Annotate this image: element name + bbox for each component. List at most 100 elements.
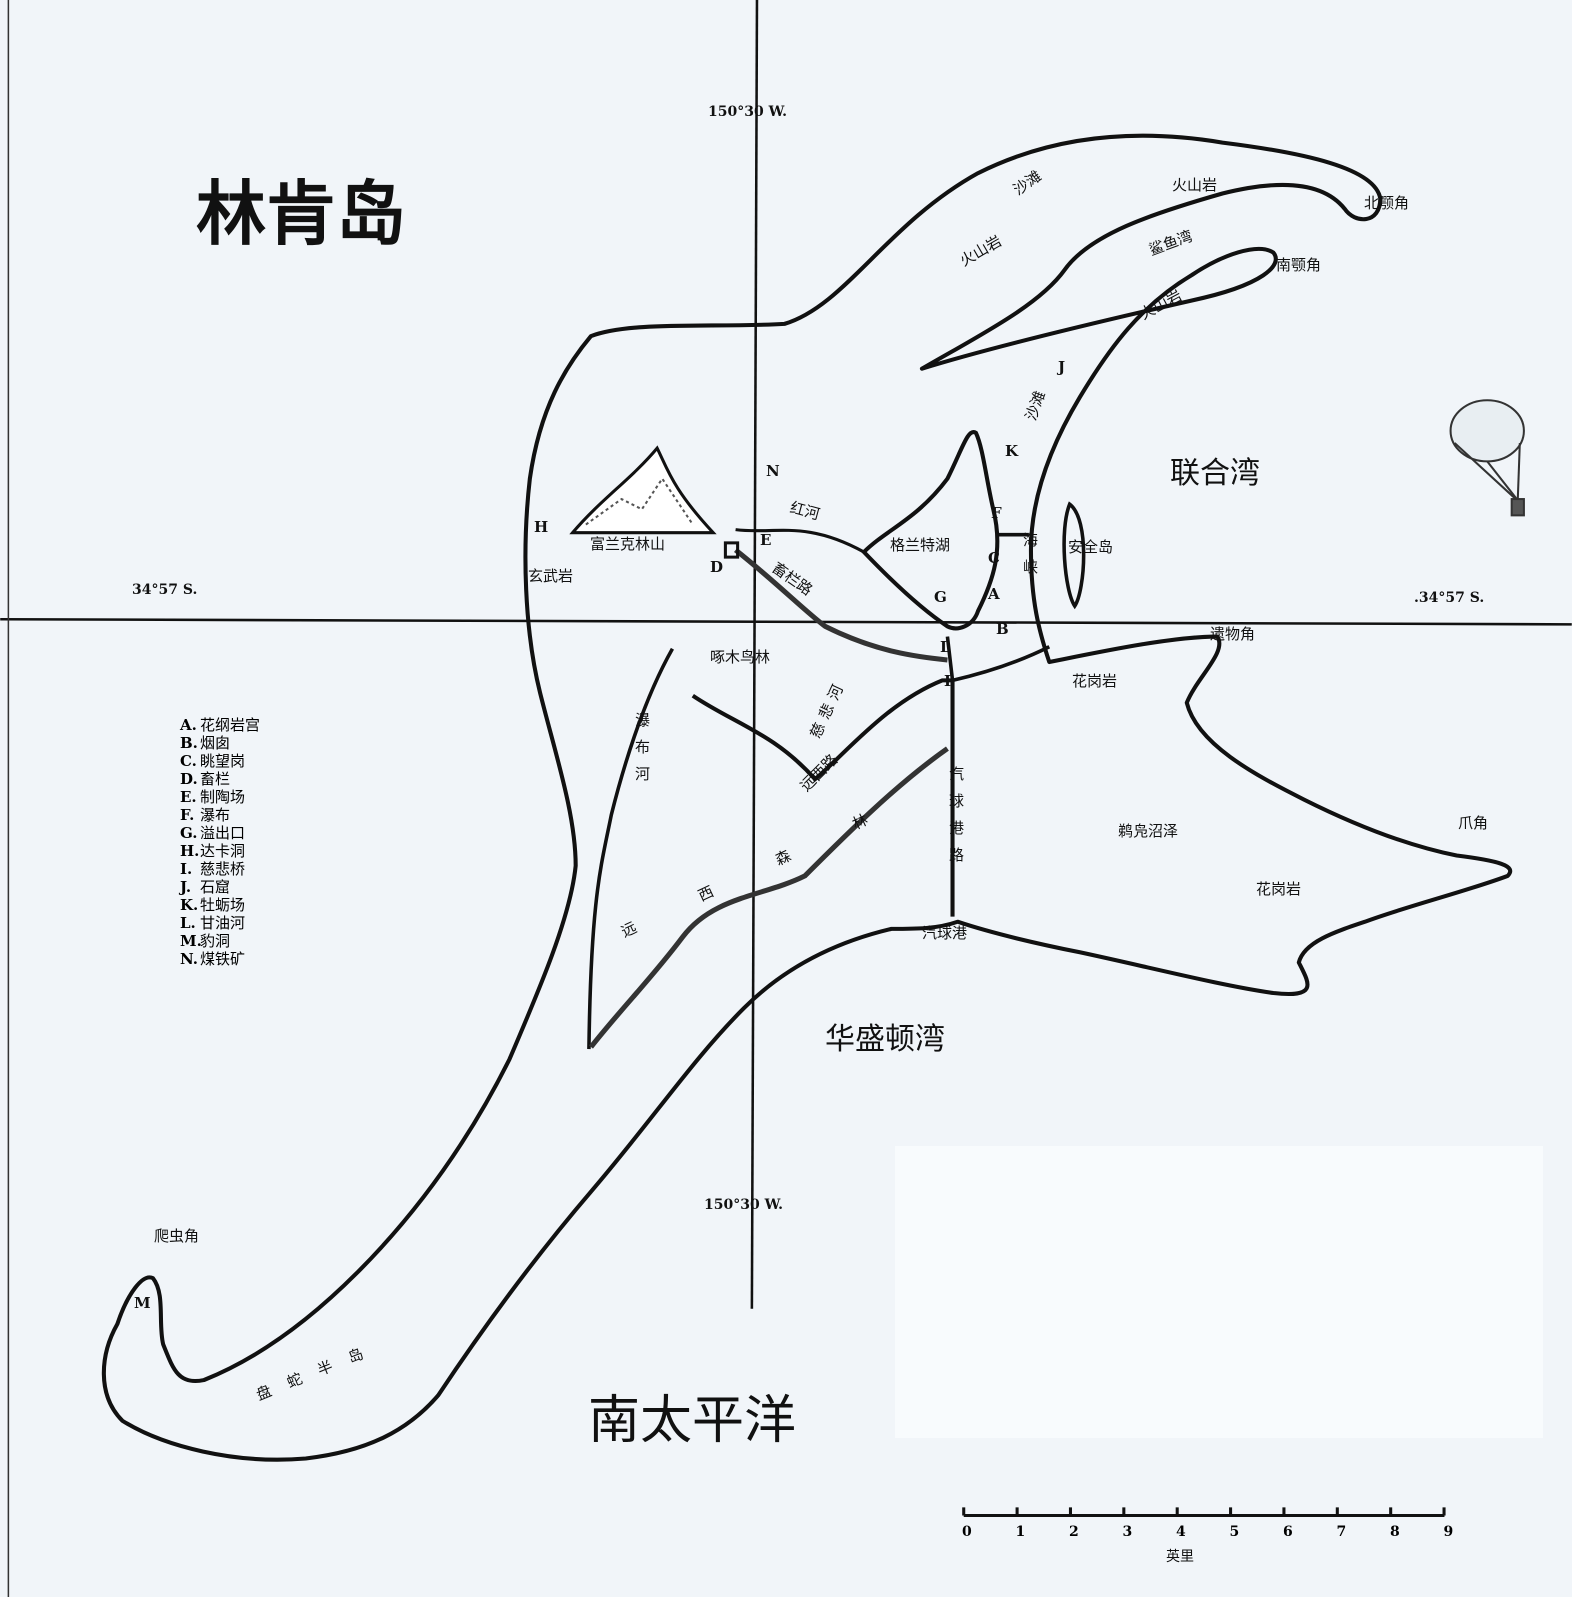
granite-label-1: 花岗岩 xyxy=(1072,672,1118,690)
legend-item: M.豹洞 xyxy=(180,932,260,950)
legend-key: I. xyxy=(180,860,193,878)
latitude-left: 34°57 S. xyxy=(132,582,198,598)
basalt-label: 玄武岩 xyxy=(528,567,574,585)
grant-lake-label: 格兰特湖 xyxy=(890,536,951,554)
north-mandible-label: 北颚角 xyxy=(1364,194,1410,212)
scale-tick-label: 4 xyxy=(1176,1524,1186,1540)
red-creek xyxy=(735,528,865,554)
longitude-top: 150°30 W. xyxy=(708,104,787,120)
marker-e: E xyxy=(760,531,772,549)
scale-tick-label: 2 xyxy=(1069,1524,1079,1540)
marker-k: K xyxy=(1005,442,1019,460)
balloon-icon xyxy=(1449,399,1525,517)
marker-n: N xyxy=(766,462,780,480)
tadorn-marsh-label: 鹈凫沼泽 xyxy=(1118,822,1179,840)
legend-key: D. xyxy=(180,770,198,788)
mercy-river xyxy=(691,678,955,917)
scale-unit: 英里 xyxy=(1166,1549,1194,1565)
grant-lake xyxy=(861,430,1000,631)
legend-label: 畜栏 xyxy=(200,770,231,788)
legend-label: 慈悲桥 xyxy=(200,860,246,878)
meridian-line xyxy=(750,0,759,1309)
flotsam-point-label: 遗物角 xyxy=(1210,625,1256,643)
safety-island-label: 安全岛 xyxy=(1068,538,1114,556)
scale-tick-label: 1 xyxy=(1015,1524,1026,1540)
granite-label-2: 花岗岩 xyxy=(1256,880,1302,898)
legend-label: 石窟 xyxy=(200,878,231,896)
safety-island xyxy=(1062,501,1086,610)
legend-item: K.牡蛎场 xyxy=(180,896,260,914)
mt-franklin-label: 富兰克林山 xyxy=(590,535,666,553)
legend-item: F. 瀑布 xyxy=(180,806,260,824)
legend-label: 达卡洞 xyxy=(200,842,246,860)
scale-tick-label: 3 xyxy=(1122,1524,1133,1540)
scale-tick-label: 5 xyxy=(1229,1524,1240,1540)
scale-tick-label: 7 xyxy=(1336,1524,1347,1540)
legend-item: G.溢出口 xyxy=(180,824,260,842)
south-mandible-label: 南颚角 xyxy=(1276,256,1322,274)
legend-item: J. 石窟 xyxy=(180,878,260,896)
glycerine-creek-area xyxy=(945,532,1051,683)
corral xyxy=(723,541,740,559)
scale-tick-label: 8 xyxy=(1390,1524,1400,1540)
legend-label: 溢出口 xyxy=(200,824,246,842)
far-west-road xyxy=(588,746,949,1049)
marker-m: M xyxy=(134,1294,151,1312)
corral-road xyxy=(734,547,948,663)
marker-b: B xyxy=(996,620,1009,638)
marker-f: F xyxy=(991,504,1002,522)
washington-bay-label: 华盛顿湾 xyxy=(825,1022,945,1057)
legend-key: A. xyxy=(180,716,197,734)
legend-label: 眺望岗 xyxy=(200,752,246,770)
south-pacific-label: 南太平洋 xyxy=(588,1391,797,1451)
legend-key: N. xyxy=(180,950,198,968)
legend-key: M. xyxy=(180,932,202,950)
legend-item: H.达卡洞 xyxy=(180,842,260,860)
legend-item: B.烟囱 xyxy=(180,734,260,752)
marker-l: L xyxy=(940,638,951,656)
legend-label: 牡蛎场 xyxy=(200,896,246,914)
marker-d: D xyxy=(710,558,724,576)
legend-label: 花纲岩宫 xyxy=(200,716,261,734)
legend-item: N.煤铁矿 xyxy=(180,950,260,968)
balloon-harbor-label: 汽球港 xyxy=(922,924,968,942)
legend-item: D.畜栏 xyxy=(180,770,260,788)
legend-key: E. xyxy=(180,788,197,806)
union-bay-label: 联合湾 xyxy=(1170,456,1260,491)
legend-item: E.制陶场 xyxy=(180,788,260,806)
legend-key: B. xyxy=(180,734,198,752)
legend-label: 煤铁矿 xyxy=(200,950,246,968)
legend-key: K. xyxy=(180,896,199,914)
legend-key: H. xyxy=(180,842,200,860)
longitude-bottom: 150°30 W. xyxy=(704,1197,783,1213)
scale-tick-label: 0 xyxy=(962,1524,972,1540)
claw-cape-label: 爪角 xyxy=(1458,814,1489,832)
parallel-line xyxy=(0,617,1572,626)
legend-item: A.花纲岩宫 xyxy=(180,716,260,734)
marker-g: G xyxy=(934,588,947,606)
legend-label: 烟囱 xyxy=(200,734,231,752)
strait-label: 海峡 xyxy=(1021,532,1039,586)
blank-patch xyxy=(895,1146,1543,1438)
marker-i: I xyxy=(944,672,952,690)
legend-item: L.甘油河 xyxy=(180,914,260,932)
falls-river-label: 瀑布河 xyxy=(633,712,651,793)
marker-h: H xyxy=(534,518,549,536)
legend-item: I. 慈悲桥 xyxy=(180,860,260,878)
map-title: 林肯岛 xyxy=(196,173,406,255)
volcanic-label-1: 火山岩 xyxy=(1172,176,1218,194)
legend-key: J. xyxy=(180,878,192,896)
latitude-right: .34°57 S. xyxy=(1414,590,1485,606)
legend-key: G. xyxy=(180,824,198,842)
legend-label: 制陶场 xyxy=(200,788,246,806)
legend-label: 甘油河 xyxy=(200,914,246,932)
falls-river xyxy=(587,647,674,1050)
legend-label: 瀑布 xyxy=(200,806,231,824)
marker-c: C xyxy=(988,549,1000,567)
marker-j: J xyxy=(1058,358,1066,376)
legend-key: C. xyxy=(180,752,197,770)
island-coastline xyxy=(101,133,1513,1462)
legend-key: F. xyxy=(180,806,195,824)
